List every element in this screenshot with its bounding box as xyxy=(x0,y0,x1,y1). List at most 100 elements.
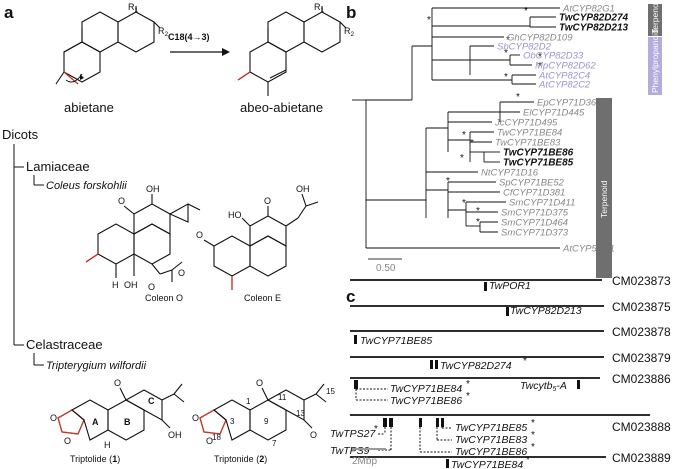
dicots-label: Dicots xyxy=(2,127,39,142)
panel-c-label: c xyxy=(346,287,355,306)
abeo-abietane-name: abeo-abietane xyxy=(240,100,323,115)
terpenoid-bar-label: Terpenoid xyxy=(599,180,609,218)
triptolide-oh: OH xyxy=(168,430,182,440)
coleon-e-oh: OH xyxy=(296,184,310,194)
terpenoid-bar-small xyxy=(648,4,662,36)
gene-71be84-b-label: TwCYP71BE84 xyxy=(451,459,523,469)
gene-marker-82d274-a xyxy=(430,360,433,369)
gene-marker-tps27 xyxy=(383,418,387,427)
species-tripterygium: Tripterygium wilfordii xyxy=(46,360,147,372)
r2-label: R2 xyxy=(158,26,169,38)
triptolide-ring-b: B xyxy=(124,417,131,427)
abietane-name: abietane xyxy=(64,100,114,115)
gene-71be84-a-star: * xyxy=(466,379,470,390)
chromosome-label: CM023888 xyxy=(612,420,671,434)
tree-leaf-label: JcCYP71D495 xyxy=(494,118,558,129)
support-star: * xyxy=(504,48,508,59)
gene-marker-82d213 xyxy=(506,307,509,316)
coleon-o-structure xyxy=(85,194,201,282)
support-star: * xyxy=(538,52,542,63)
support-star: * xyxy=(462,130,466,141)
support-star: * xyxy=(446,176,450,187)
triptonide-structure xyxy=(199,383,327,441)
tree-leaf-label: CfCYP71D381 xyxy=(503,188,565,199)
triptonide-c18: 18 xyxy=(212,433,221,442)
tree-leaf-label: ObCYP82D33 xyxy=(523,51,584,62)
tree-leaf-labels: AtCYP82G1TwCYP82D274TwCYP82D213GhCYP82D1… xyxy=(481,4,629,255)
coleon-e-o-left: O xyxy=(196,230,203,240)
r1-label-2: R1 xyxy=(314,2,325,14)
gene-71be84-b-star: * xyxy=(526,455,530,466)
tree-leaf-label: SbCYP82D2 xyxy=(497,42,552,53)
support-star: * xyxy=(504,72,508,83)
triptolide-structure xyxy=(57,383,185,441)
triptonide-c7: 7 xyxy=(272,439,277,448)
gene-71be85-a-label: TwCYP71BE85 xyxy=(360,335,432,347)
gene-71be85-b-label: TwCYP71BE85 xyxy=(455,422,527,434)
coleon-o-o-carbonyl: O xyxy=(178,268,185,278)
triptonide-c3: 3 xyxy=(230,417,235,426)
phenylpropanoid-bar xyxy=(648,37,662,95)
genome-scale-label: 2Mbp xyxy=(352,456,377,467)
support-star: * xyxy=(460,153,464,164)
triptolide-o-epoxide: O xyxy=(114,378,121,388)
triptonide-c9: 9 xyxy=(264,417,269,426)
triptonide-c15: 15 xyxy=(326,387,335,396)
tree-leaf-label: NtCYP71D16 xyxy=(481,168,539,179)
tree-leaf-label: TwCYP71BE83 xyxy=(495,138,561,149)
triptonide-c13: 13 xyxy=(296,409,305,418)
support-star: * xyxy=(524,6,528,17)
coleon-o-o-top: O xyxy=(118,196,125,206)
triptolide-ring-a: A xyxy=(92,417,99,427)
terpenoid-bar xyxy=(596,98,612,278)
triptolide-ring-c: C xyxy=(148,396,155,406)
gene-marker-71be83 xyxy=(436,418,439,427)
triptonide-name: Triptonide (2) xyxy=(214,454,267,464)
tree-leaf-label: SpCYP71BE52 xyxy=(499,178,565,189)
support-star: * xyxy=(470,138,474,149)
coleon-e-name: Coleon E xyxy=(244,293,281,303)
gene-71be83-star: * xyxy=(531,430,535,441)
tree-leaf-label: EpCYP71D365 xyxy=(537,98,602,109)
chromosome-label: CM023875 xyxy=(612,300,671,314)
chromosome-label: CM023873 xyxy=(612,274,671,288)
gene-82d274-star: * xyxy=(523,356,527,367)
abeo-abietane-structure xyxy=(237,11,341,96)
tree-leaf-label: TwCYP71BE85 xyxy=(503,158,574,169)
family-celastraceae: Celastraceae xyxy=(26,337,103,352)
chromosome-label: CM023886 xyxy=(612,372,671,386)
tree-leaf-label: AtCYP51G1 xyxy=(562,244,615,255)
gene-71be86-a-label: TwCYP71BE86 xyxy=(390,395,462,407)
triptonide-c1: 1 xyxy=(246,397,251,406)
support-star: * xyxy=(476,217,480,228)
tree-leaf-label: SmCYP71D464 xyxy=(501,218,568,229)
tree-leaf-label: TwCYP71BE84 xyxy=(497,128,562,139)
chromosome-map: CM023873CM023875CM023878CM023879CM023886… xyxy=(350,274,671,465)
gene-marker-71be85-b xyxy=(419,418,422,427)
support-star: * xyxy=(427,15,431,26)
triptolide-o-ring: O xyxy=(64,436,71,446)
coleon-o-oh-top: OH xyxy=(146,184,160,194)
gene-marker-tps9 xyxy=(389,418,393,427)
gene-71be86-b-label: TwCYP71BE86 xyxy=(455,446,527,458)
tree-leaf-label: TwCYP82D274 xyxy=(559,13,629,24)
tree-leaf-label: SmCYP71D411 xyxy=(509,198,575,209)
chromosome-label: CM023878 xyxy=(612,325,671,339)
triptonide-o-epoxide: O xyxy=(256,378,263,388)
tree-leaf-label: ElCYP71D445 xyxy=(523,108,585,119)
gene-marker-71be85-a xyxy=(354,335,357,344)
gene-marker-71be84-a xyxy=(354,380,358,389)
gene-cytb5-label: Twcytb5-A xyxy=(520,380,567,393)
gene-82d274-label: TwCYP82D274 xyxy=(440,360,512,372)
coleon-o-oh-bottom: OH xyxy=(124,280,138,290)
species-coleus: Coleus forskohlii xyxy=(46,180,127,192)
gene-marker-71be84-b xyxy=(446,459,449,468)
coleon-o-o-ester: O xyxy=(148,282,155,292)
terpenoid-bar-small-label: Terpenoid xyxy=(650,0,660,34)
gene-71be85-b-star: * xyxy=(531,418,535,429)
abietane-structure xyxy=(55,11,155,85)
coleon-o-name: Coleon O xyxy=(145,293,183,303)
r1-label: R1 xyxy=(128,2,139,14)
gene-82d213-label: TwCYP82D213 xyxy=(510,305,582,317)
